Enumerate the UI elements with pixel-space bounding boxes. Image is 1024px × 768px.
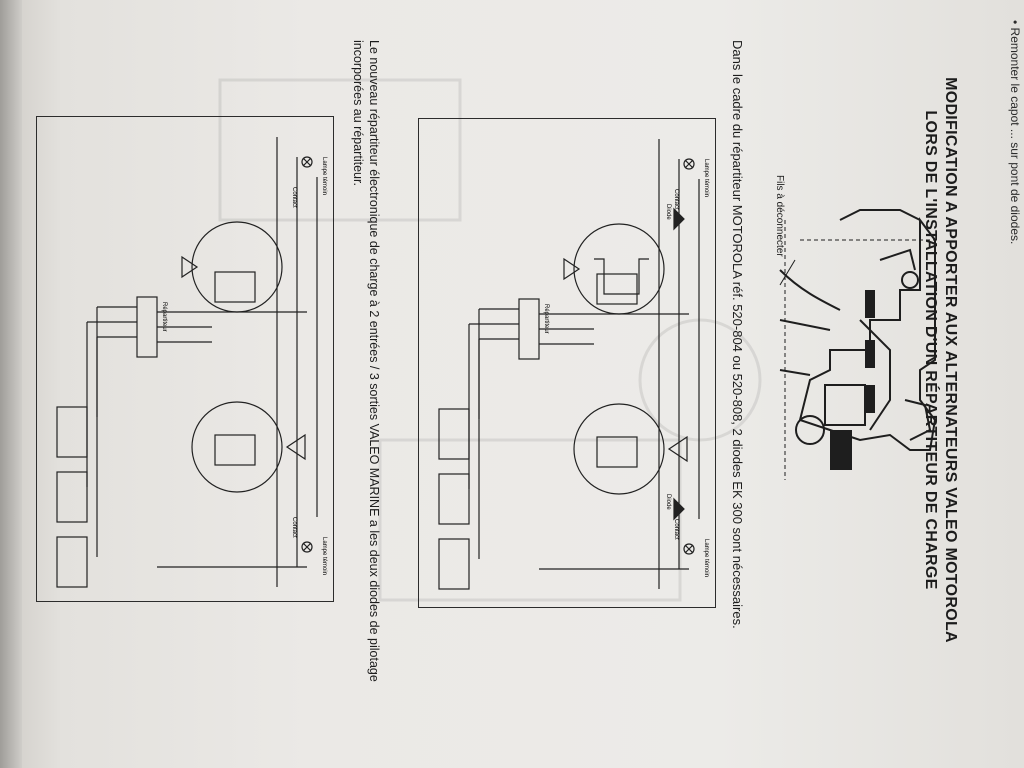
wiring-diagram-bottom: Lampe témoin Lampe témoin Contact Contac… bbox=[36, 116, 334, 602]
intro-text: Dans le cadre du répartiteur MOTOROLA ré… bbox=[730, 40, 745, 629]
lamp-label-bottom-2: Lampe témoin bbox=[321, 537, 327, 575]
contact-label-bottom-1: Contact bbox=[291, 187, 297, 208]
footer-line2: incorporées au répartiteur. bbox=[351, 40, 365, 186]
lamp-label-top-1: Lampe témoin bbox=[703, 159, 709, 197]
diode-label-top-1: Diode bbox=[665, 204, 671, 220]
wiring-diagram-top-svg: Lampe témoin Lampe témoin Contact Contac… bbox=[438, 139, 709, 590]
wiring-diagram-bottom-svg: Lampe témoin Lampe témoin Contact Contac… bbox=[56, 137, 327, 588]
contact-label-bottom-2: Contact bbox=[291, 517, 297, 538]
fils-label: Fils à déconnecter bbox=[774, 175, 785, 257]
footer-paragraph: Le nouveau répartiteur électronique de c… bbox=[350, 40, 382, 760]
previous-text-fragment: • Remonter le capot ... sur pont de diod… bbox=[1008, 20, 1022, 245]
alternator-cross-section-figure bbox=[779, 209, 940, 480]
wiring-diagram-top: Lampe témoin Lampe témoin Contact Contac… bbox=[418, 118, 716, 608]
repartiteur-label-bottom: Répartiteur bbox=[161, 302, 167, 332]
contact-label-top-2: Contact bbox=[673, 519, 679, 540]
page-edge bbox=[0, 0, 22, 768]
footer-line1: Le nouveau répartiteur électronique de c… bbox=[367, 40, 381, 682]
show-through-ghost bbox=[218, 78, 762, 602]
lamp-label-top-2: Lampe témoin bbox=[703, 539, 709, 577]
lamp-label-bottom-1: Lampe témoin bbox=[321, 157, 327, 195]
repartiteur-label-top: Répartiteur bbox=[543, 304, 549, 334]
contact-label-top-1: Contact bbox=[673, 189, 679, 210]
diode-label-top-2: Diode bbox=[665, 494, 671, 510]
